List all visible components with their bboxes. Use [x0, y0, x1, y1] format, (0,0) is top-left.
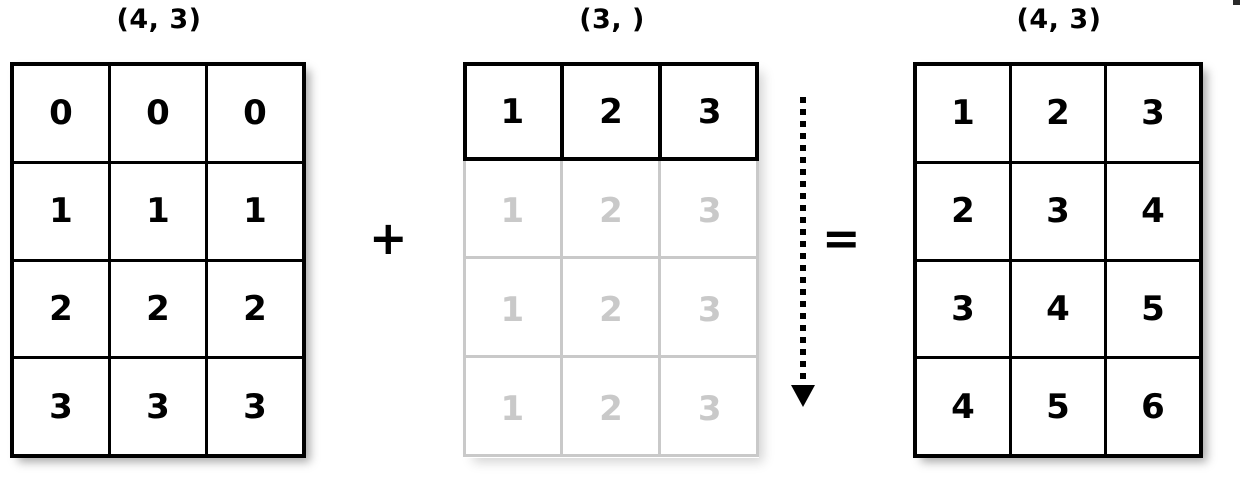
broadcast-direction-arrow: [791, 97, 824, 407]
matrix-cell: 0: [14, 66, 108, 161]
matrix-cell-ghost: 1: [463, 359, 562, 458]
arrow-shaft: [800, 97, 806, 385]
result-operand-grid: 1 2 3 2 3 4 3 4 5 4 5 6: [913, 62, 1203, 458]
matrix-cell: 1: [917, 66, 1009, 161]
matrix-cell: 3: [14, 359, 108, 454]
grid-rule-v: [560, 161, 563, 457]
arrow-head-icon: [791, 385, 815, 407]
matrix-cell: 5: [1107, 261, 1199, 357]
matrix-cell-ghost: 2: [561, 260, 661, 359]
matrix-cell: 3: [208, 359, 302, 454]
matrix-cell: 2: [1012, 66, 1104, 161]
result-operand-block: (4, 3) 1 2 3 2 3 4 3 4 5 4 5 6: [913, 6, 1205, 458]
matrix-cell-ghost: 3: [660, 359, 759, 458]
plus-operator: +: [369, 211, 408, 265]
edge-artifact: [1233, 0, 1240, 5]
left-operand-block: (4, 3) 0 0 0 1 1 1 2 2 2 3 3 3: [10, 6, 308, 458]
matrix-cell: 5: [1012, 359, 1104, 454]
matrix-cell: 2: [561, 62, 661, 161]
middle-operand-grid: 1 2 3 1 2 3 1 2 3 1 2 3: [463, 62, 759, 458]
grid-rule-v: [658, 161, 661, 457]
matrix-cell: 4: [1012, 261, 1104, 357]
left-operand-shape-label: (4, 3): [116, 4, 202, 35]
matrix-cell: 3: [917, 261, 1009, 357]
result-operand-shape-label: (4, 3): [1016, 4, 1102, 35]
grid-rule-v: [560, 62, 564, 161]
matrix-cell: 0: [208, 66, 302, 161]
matrix-cell: 6: [1107, 359, 1199, 454]
matrix-cell: 4: [1107, 163, 1199, 259]
matrix-cell: 2: [111, 261, 205, 357]
matrix-cell-ghost: 1: [463, 260, 562, 359]
middle-operand-shape-label: (3, ): [579, 4, 645, 35]
grid-rule-v: [755, 62, 759, 161]
grid-rule-h: [463, 62, 759, 66]
matrix-cell: 3: [660, 62, 759, 161]
middle-operand-block: (3, ) 1 2 3 1 2 3 1 2 3 1 2 3: [463, 6, 761, 458]
matrix-cell-ghost: 1: [463, 161, 562, 260]
grid-rule-v: [463, 161, 466, 457]
matrix-cell: 3: [111, 359, 205, 454]
grid-rule-v: [463, 62, 467, 161]
matrix-cell: 2: [917, 163, 1009, 259]
left-operand-grid: 0 0 0 1 1 1 2 2 2 3 3 3: [10, 62, 306, 458]
matrix-cell: 4: [917, 359, 1009, 454]
grid-rule-h: [463, 355, 759, 358]
matrix-cell: 0: [111, 66, 205, 161]
matrix-cell-ghost: 3: [660, 260, 759, 359]
matrix-cell-ghost: 2: [561, 359, 661, 458]
grid-rule-v: [658, 62, 662, 161]
matrix-cell: 1: [463, 62, 562, 161]
matrix-cell: 2: [208, 261, 302, 357]
matrix-cell-ghost: 2: [561, 161, 661, 260]
matrix-cell-ghost: 3: [660, 161, 759, 260]
grid-rule-h: [463, 454, 759, 457]
matrix-cell: 1: [14, 163, 108, 259]
grid-rule-h: [463, 157, 759, 161]
matrix-cell: 3: [1107, 66, 1199, 161]
matrix-cell: 2: [14, 261, 108, 357]
grid-rule-h: [463, 256, 759, 259]
matrix-cell: 1: [111, 163, 205, 259]
matrix-cell: 3: [1012, 163, 1104, 259]
matrix-cell: 1: [208, 163, 302, 259]
equals-operator: =: [822, 211, 861, 265]
grid-rule-v: [756, 161, 759, 457]
